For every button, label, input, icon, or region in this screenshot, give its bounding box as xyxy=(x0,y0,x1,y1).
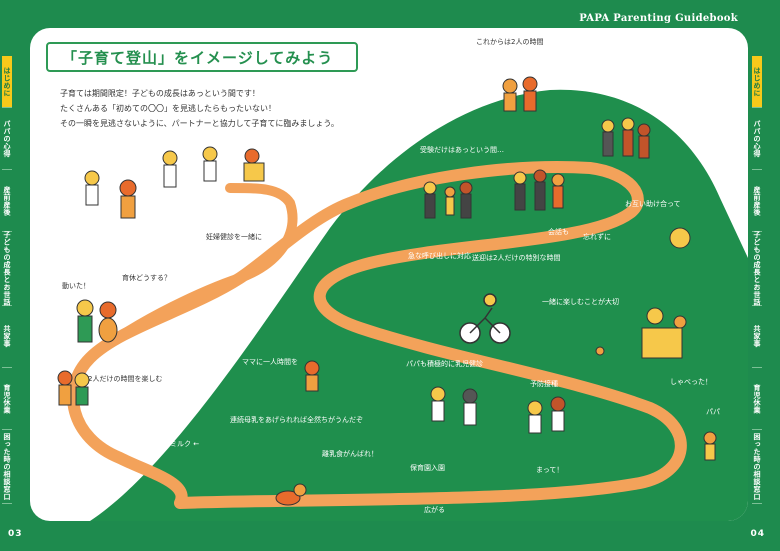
note-commute: 送迎は2人だけの特別な時間 xyxy=(472,254,561,262)
content-panel: これからは2人の時間 受験だけはあっという間… お互い助け合って 会話も 忘れず… xyxy=(30,28,748,521)
sun-ball xyxy=(595,227,691,356)
note-sleep-night: 連続母乳をあげられれば全然ちがうんだぞ xyxy=(230,416,363,424)
guidebook-title: PAPA Parenting Guidebook xyxy=(579,13,738,24)
household-figures xyxy=(84,146,265,219)
right-tab-intro[interactable]: はじめに xyxy=(752,56,762,108)
left-chapter-tabs: はじめに パパの心得 産前産後 子どもの成長とお世話 共家事 育児休業 困った時… xyxy=(2,56,28,504)
note-papa: パパ xyxy=(706,408,720,416)
note-walk: しゃべった！ xyxy=(670,378,712,386)
mama-alone-time xyxy=(304,360,320,392)
right-tab-pre-postnatal[interactable]: 産前産後 xyxy=(752,170,762,232)
baby-walking xyxy=(703,431,717,461)
left-tab-consultation[interactable]: 困った時の相談窓口 xyxy=(2,430,12,504)
note-moved: 動いた！ xyxy=(62,282,90,290)
note-help-each-other: お互い助け合って xyxy=(625,200,681,208)
vaccination-figures xyxy=(527,396,566,434)
note-checkup-together: 妊婦健診を一緒に xyxy=(206,233,262,241)
note-weaning: 離乳食がんばれ！ xyxy=(322,450,378,458)
right-chapter-tabs: はじめに パパの心得 産前産後 子どもの成長とお世話 共家事 育児休業 困った時… xyxy=(752,56,778,504)
family-figures-top xyxy=(601,117,651,159)
note-checkups: パパも積極的に乳児健診 xyxy=(406,360,483,368)
note-wait: まって！ xyxy=(536,466,564,474)
school-figures xyxy=(423,181,473,219)
checkup-figures xyxy=(430,386,478,426)
right-tab-papa-mindset[interactable]: パパの心得 xyxy=(752,108,762,170)
intro-line-3: その一瞬を見逃さないように、パートナーと協力して子育てに臨みましょう。 xyxy=(60,119,339,128)
intro-line-2: たくさんある「初めての〇〇」を見逃したらもったいない！ xyxy=(60,104,276,113)
note-forgetting: 忘れずに xyxy=(583,233,611,241)
note-couple-time: 2人だけの時間を楽しむ xyxy=(88,375,163,383)
right-tab-housework[interactable]: 共家事 xyxy=(752,306,762,368)
right-tab-consultation[interactable]: 困った時の相談窓口 xyxy=(752,430,762,504)
page-title: 「子育て登山」をイメージしてみよう xyxy=(46,42,358,72)
bicycle xyxy=(459,293,511,344)
graduation-figures xyxy=(513,169,565,211)
note-vaccination: 予防接種 xyxy=(530,380,558,388)
note-first-step: ミルク ← xyxy=(170,440,200,448)
left-tab-pre-postnatal[interactable]: 産前産後 xyxy=(2,170,12,232)
right-tab-parental-leave[interactable]: 育児休業 xyxy=(752,368,762,430)
note-summit: これからは2人の時間 xyxy=(476,38,544,46)
note-conversation: 会話も xyxy=(548,228,569,236)
note-nursery: 保育園入園 xyxy=(410,464,445,472)
couple-on-bench xyxy=(57,370,90,406)
note-can-do-it: 育休どうする？ xyxy=(122,274,171,282)
summit-couple xyxy=(502,76,538,112)
mountain-shape xyxy=(90,89,748,521)
left-tab-housework[interactable]: 共家事 xyxy=(2,306,12,368)
page-number-left: 03 xyxy=(8,529,23,539)
left-tab-child-growth[interactable]: 子どもの成長とお世話 xyxy=(2,231,12,306)
left-path-curve xyxy=(85,183,298,363)
baby-crawling xyxy=(275,483,307,506)
right-tab-child-growth[interactable]: 子どもの成長とお世話 xyxy=(752,231,762,306)
left-tab-intro[interactable]: はじめに xyxy=(2,56,12,108)
note-graduation: 受験だけはあっという間… xyxy=(420,146,504,154)
note-sudden-call: 急な呼び出しに対応 xyxy=(408,252,471,260)
intro-text: 子育ては期間限定！子どもの成長はあっという間です！ たくさんある「初めての〇〇」… xyxy=(60,86,380,131)
note-grows: 広がる xyxy=(424,506,445,514)
note-enjoy-together: 一緒に楽しむことが大切 xyxy=(542,298,619,306)
book-reading xyxy=(641,307,687,359)
intro-line-1: 子育ては期間限定！子どもの成長はあっという間です！ xyxy=(60,89,260,98)
parenting-mountain-illustration xyxy=(57,76,748,521)
left-tab-parental-leave[interactable]: 育児休業 xyxy=(2,368,12,430)
page-number-right: 04 xyxy=(750,529,765,539)
pregnancy-couple xyxy=(76,299,118,343)
left-tab-papa-mindset[interactable]: パパの心得 xyxy=(2,108,12,170)
note-mama-time: ママに一人時間を xyxy=(242,358,298,366)
